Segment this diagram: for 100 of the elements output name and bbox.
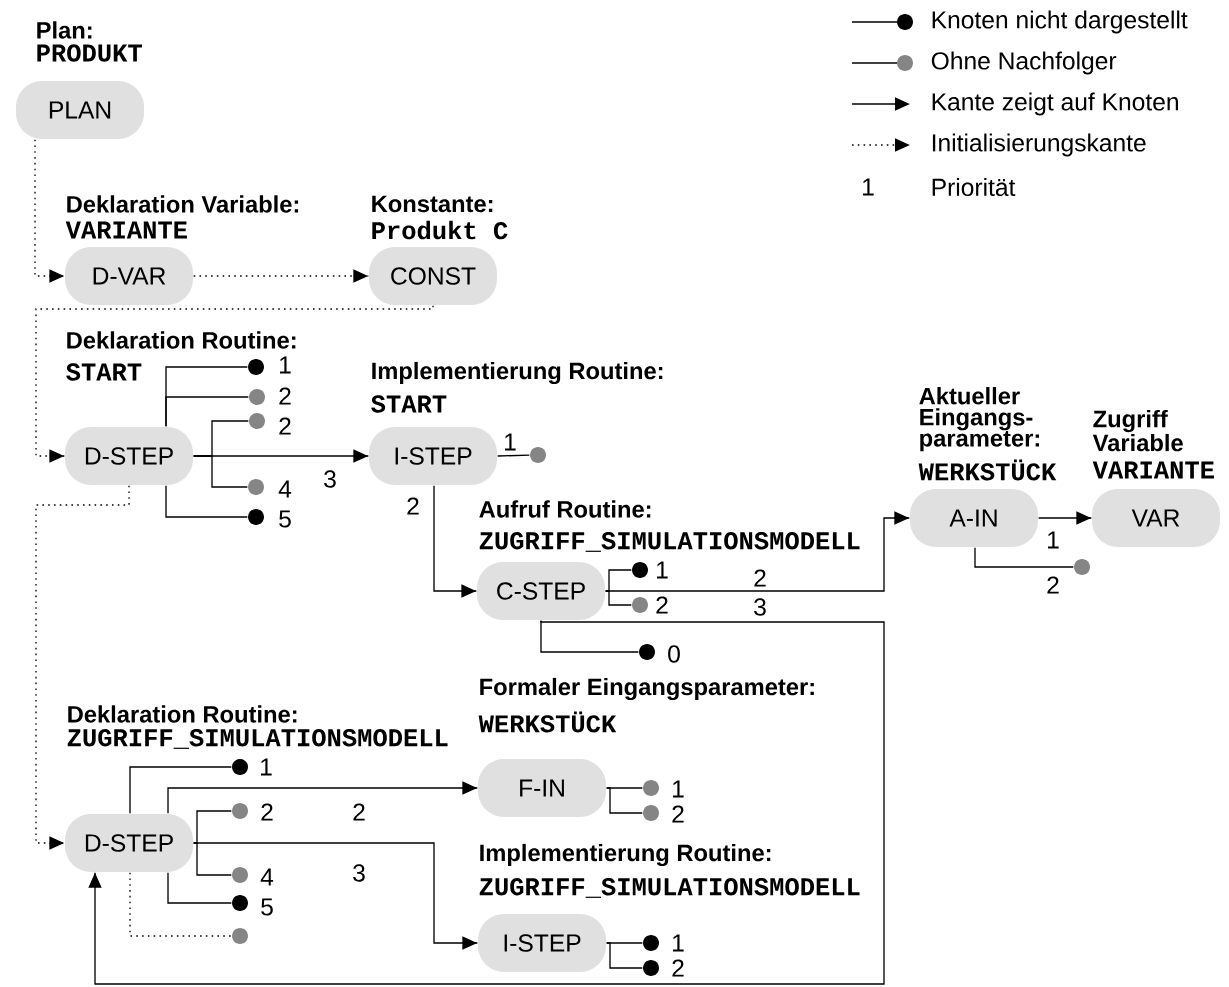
- edge-label: 1: [670, 933, 686, 953]
- process-box: F-IN: [478, 759, 606, 817]
- edge-label: 2: [351, 802, 367, 822]
- edge-label: 4: [277, 479, 293, 499]
- edge-label: 2: [1045, 575, 1061, 595]
- end-dot: [232, 928, 248, 944]
- arrow: [605, 511, 910, 592]
- identifier-label: WERKSTÜCK: [918, 459, 1057, 481]
- end-dot: [232, 895, 248, 911]
- edge-label: 2: [277, 386, 293, 406]
- node-heading: Aufruf Routine:: [479, 500, 651, 518]
- end-dot: [232, 759, 248, 775]
- node-heading: Konstante:: [372, 195, 493, 213]
- connector-line: [167, 872, 232, 904]
- end-dot: [632, 597, 648, 613]
- edge-label: 2: [670, 958, 686, 978]
- legend-text: Initialisierungskante: [932, 133, 1146, 157]
- process-box: CONST: [369, 247, 497, 305]
- connector-line: [497, 454, 530, 457]
- end-dot: [639, 644, 655, 660]
- edge-label: 1: [277, 355, 293, 375]
- edge-label: 1: [1045, 530, 1061, 550]
- arrow: [193, 449, 369, 463]
- legend-text: Knoten nicht dargestellt: [932, 10, 1188, 34]
- process-box: D-VAR: [65, 247, 193, 305]
- end-dot: [643, 935, 659, 951]
- edge-label: 2: [405, 496, 421, 516]
- end-dot: [643, 780, 659, 796]
- process-box: C-STEP: [477, 562, 605, 620]
- connector-line: [605, 590, 632, 606]
- process-box: PLAN: [16, 81, 144, 139]
- connector-line: [605, 569, 632, 592]
- end-dot: [643, 960, 659, 976]
- edge-label: 3: [351, 863, 367, 883]
- connector-line: [129, 872, 232, 937]
- identifier-label: ZUGRIFF_SIMULATIONSMODELL: [479, 532, 860, 552]
- end-dot: [248, 509, 264, 525]
- process-box: D-STEP: [65, 814, 193, 872]
- end-dot: [249, 389, 265, 405]
- end-dot: [1074, 559, 1090, 575]
- arrow: [167, 781, 478, 814]
- process-box: I-STEP: [369, 427, 497, 485]
- identifier-label: PRODUKT: [37, 44, 142, 62]
- arrow: [193, 269, 369, 283]
- edge-label: 5: [259, 897, 275, 917]
- legend-text: Priorität: [932, 177, 1016, 197]
- edge-label: 1: [670, 779, 686, 799]
- node-heading: Plan:: [37, 21, 92, 39]
- edge-label: 1: [654, 560, 670, 580]
- edge-label: 2: [752, 568, 768, 588]
- connector-line: [193, 810, 232, 844]
- identifier-label: WERKSTÜCK: [478, 711, 617, 733]
- node-heading: Deklaration Routine:: [68, 705, 297, 723]
- edge-label: 3: [322, 469, 338, 489]
- node-heading: Aktueller Eingangs-parameter:: [919, 387, 1039, 452]
- connector-line: [165, 396, 249, 427]
- edge-label: 0: [666, 644, 682, 664]
- process-box: A-IN: [910, 489, 1038, 547]
- node-heading: Zugriff Variable: [1092, 409, 1183, 452]
- end-dot: [248, 359, 264, 375]
- node-heading: Deklaration Routine:: [67, 331, 296, 349]
- identifier-label: START: [371, 395, 447, 413]
- arrow: [1038, 511, 1092, 525]
- process-box: VAR: [1092, 489, 1220, 547]
- identifier-label: VARIANTE: [1092, 461, 1214, 479]
- legend-sample: 1: [863, 178, 874, 196]
- end-dot: [530, 447, 546, 463]
- end-dot: [232, 867, 248, 883]
- connector-line: [165, 485, 248, 518]
- end-dot: [232, 803, 248, 819]
- identifier-label: ZUGRIFF_SIMULATIONSMODELL: [479, 878, 860, 898]
- edge-label: 2: [654, 595, 670, 615]
- edge-label: 2: [670, 804, 686, 824]
- edge-label: 2: [277, 416, 293, 436]
- edge-label: 2: [259, 802, 275, 822]
- arrow: [35, 305, 434, 463]
- legend-text: Kante zeigt auf Knoten: [932, 92, 1178, 116]
- end-dot: [248, 479, 264, 495]
- edge-label: 5: [277, 509, 293, 529]
- end-dot: [632, 562, 648, 578]
- process-box: D-STEP: [65, 427, 193, 485]
- connector-line: [974, 547, 1074, 568]
- identifier-label: Produkt C: [372, 220, 508, 240]
- end-dot: [249, 413, 265, 429]
- node-heading: Implementierung Routine:: [480, 843, 771, 867]
- legend-text: Ohne Nachfolger: [931, 51, 1117, 75]
- identifier-label: VARIANTE: [65, 221, 187, 239]
- identifier-label: ZUGRIFF_SIMULATIONSMODELL: [67, 729, 448, 749]
- end-dot: [643, 805, 659, 821]
- arrow: [88, 620, 885, 985]
- node-heading: Implementierung Routine:: [372, 361, 663, 385]
- edge-label: 1: [258, 757, 274, 777]
- node-heading: Deklaration Variable:: [67, 195, 299, 213]
- arrow: [34, 139, 65, 283]
- connector-line: [606, 942, 643, 969]
- arrow: [433, 485, 477, 598]
- process-box: I-STEP: [478, 914, 606, 972]
- edge-label: 4: [259, 867, 275, 887]
- arrow: [193, 842, 478, 950]
- edge-label: 3: [752, 597, 768, 617]
